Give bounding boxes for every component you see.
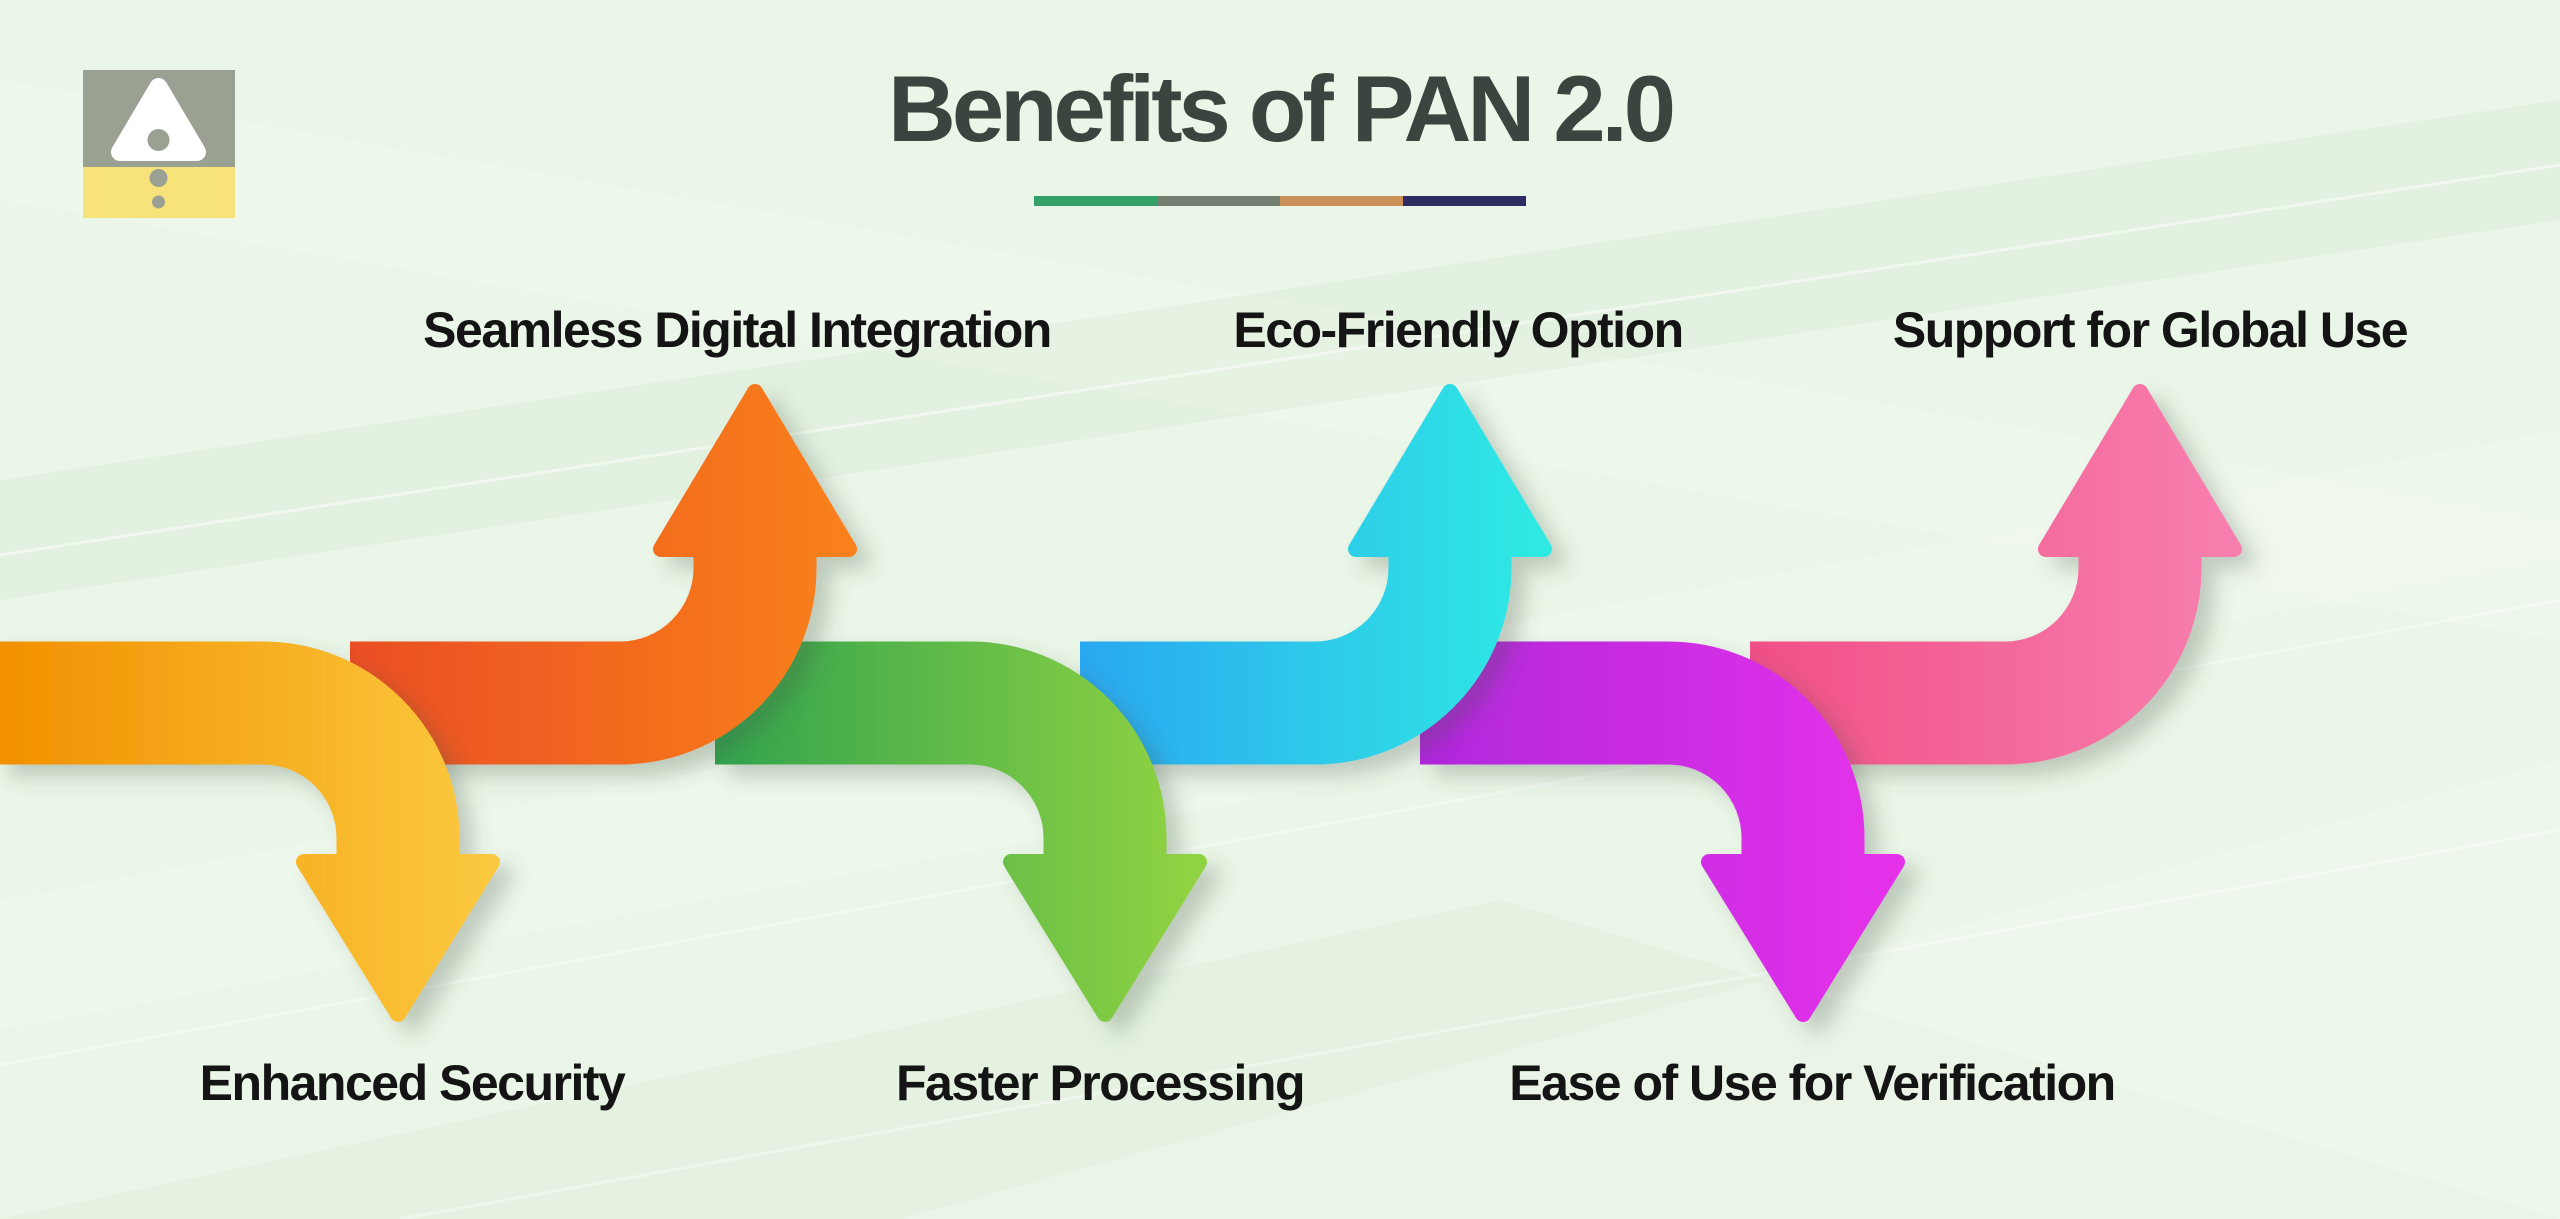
triangle-dots-logo — [83, 70, 235, 218]
logo-dot-2 — [149, 169, 168, 187]
label-seamless-digital-integration: Seamless Digital Integration — [423, 302, 1052, 358]
underline-segment-green — [1034, 196, 1157, 206]
label-enhanced-security: Enhanced Security — [199, 1055, 626, 1111]
arrow-faster-processing — [715, 641, 1207, 1022]
label-ease-of-use-for-verification: Ease of Use for Verification — [1509, 1055, 2116, 1111]
logo-dot-1 — [147, 129, 170, 151]
label-support-for-global-use: Support for Global Use — [1892, 302, 2409, 358]
label-faster-processing: Faster Processing — [895, 1055, 1306, 1111]
underline-segment-gray — [1157, 196, 1280, 206]
arrow-seamless-digital-integration — [350, 384, 857, 765]
arrow-eco-friendly-option — [1080, 384, 1552, 765]
title-underline — [1034, 196, 1526, 206]
logo-dot-3 — [152, 195, 165, 209]
underline-segment-tan — [1280, 196, 1403, 206]
arrow-enhanced-security — [0, 641, 500, 1022]
page-title: Benefits of PAN 2.0 — [887, 56, 1676, 161]
logo-triangle-icon — [111, 78, 206, 161]
arrow-support-for-global-use — [1750, 384, 2242, 765]
arrow-ease-of-use-for-verification — [1420, 641, 1905, 1022]
label-eco-friendly-option: Eco-Friendly Option — [1233, 302, 1684, 358]
underline-segment-navy — [1403, 196, 1526, 206]
